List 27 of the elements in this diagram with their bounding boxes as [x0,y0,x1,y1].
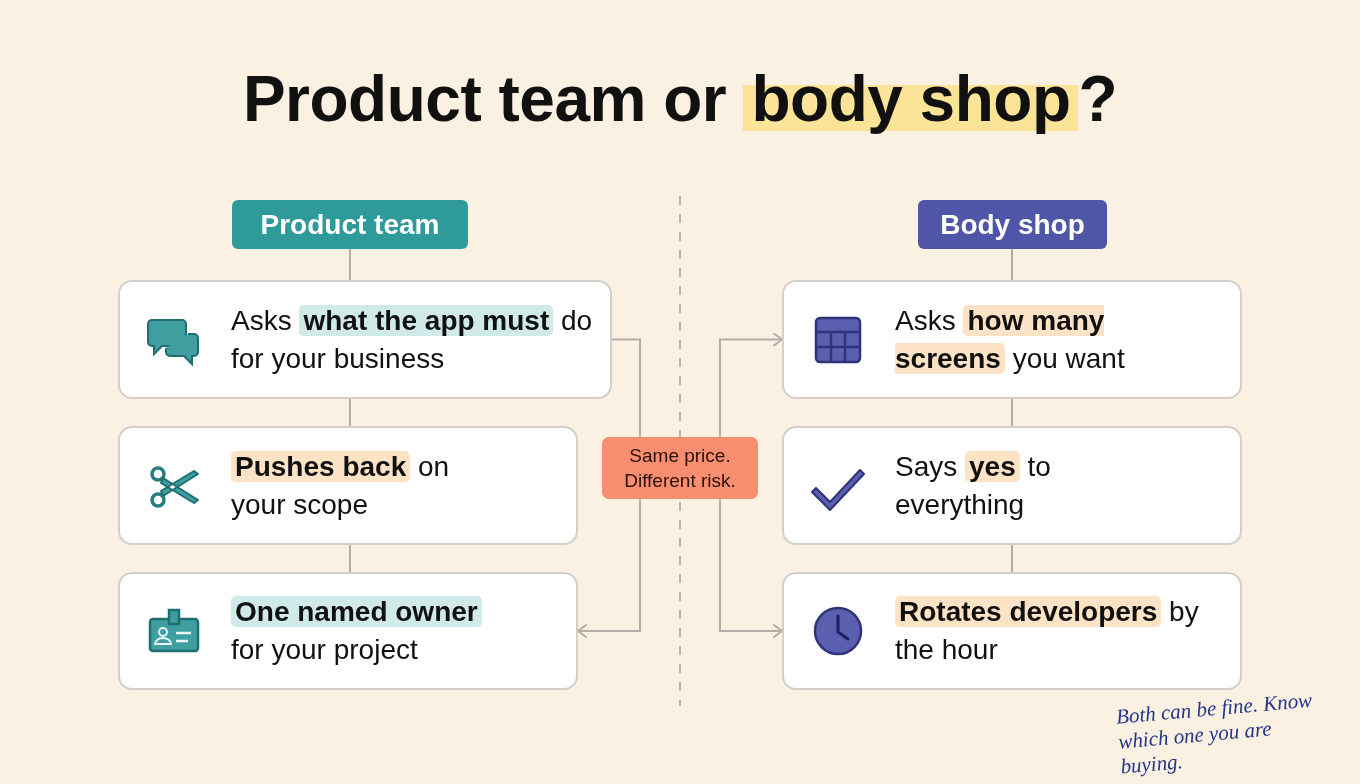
section-header: Product team [232,200,468,249]
card-text: Says yes to everything [895,449,1052,522]
connector-line [1011,248,1013,281]
card [118,280,612,399]
arrow [719,332,783,438]
connector-line [349,248,351,281]
card [782,280,1242,399]
card-text: Pushes back on your scope [231,449,451,522]
connector-line [349,398,351,427]
handwritten-note: Both can be fine. Know which one you are buying. [1115,687,1314,780]
arrow [719,498,783,638]
title: Product team or body shop? [241,62,1119,136]
arrow [577,498,641,638]
card [782,572,1242,690]
card-text: Asks how many screens you want [895,303,1126,376]
card-text: Rotates developers by the hour [895,595,1200,667]
card [118,572,578,690]
callout-tag: Same price. Different risk. [602,437,758,499]
card-text: One named owner for your project [231,593,521,669]
connector-line [611,338,641,438]
connector-line [1011,398,1013,427]
connector-line [349,544,351,573]
section-header: Body shop [918,200,1107,249]
card [782,426,1242,545]
card [118,426,578,545]
card-text: Asks what the app must do for your business [231,303,594,376]
connector-line [1011,544,1013,573]
